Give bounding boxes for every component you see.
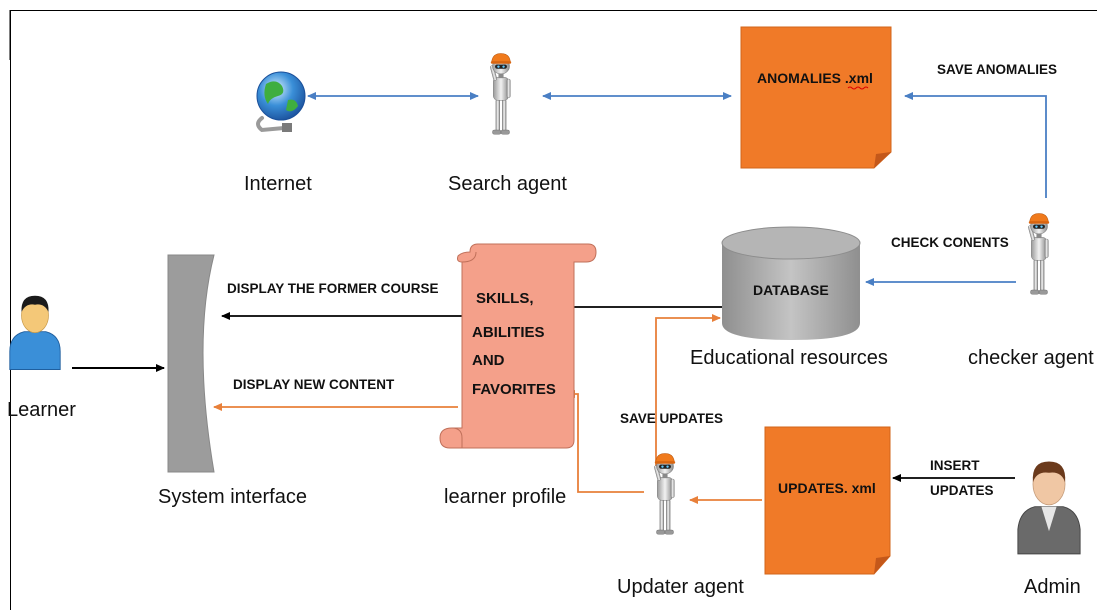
node-search-agent: Search agent [448, 173, 567, 195]
label-insert-updates-2: UPDATES [930, 483, 994, 498]
node-checker-agent: checker agent [968, 347, 1094, 369]
edge-updater-profile [566, 390, 644, 493]
node-educational-resources: Educational resources [690, 347, 888, 369]
edge-save-anomalies [904, 92, 1047, 198]
document-icon [764, 426, 891, 575]
robot-icon [1027, 213, 1050, 295]
profile-line-1: SKILLS, [476, 290, 534, 307]
node-internet: Internet [244, 173, 312, 195]
node-learner: Learner [7, 399, 76, 421]
document-icon [740, 26, 892, 169]
label-save-updates: SAVE UPDATES [620, 411, 723, 426]
robot-icon [653, 453, 676, 535]
globe-icon [256, 71, 306, 133]
user-icon [9, 295, 61, 370]
diagram-frame [10, 10, 1097, 610]
node-system-interface: System interface [158, 486, 307, 508]
node-updater-agent: Updater agent [617, 576, 744, 598]
profile-line-2: ABILITIES [472, 324, 545, 341]
node-updates-doc: UPDATES. xml [778, 480, 876, 496]
label-display-new: DISPLAY NEW CONTENT [233, 377, 395, 392]
profile-line-3: AND [472, 352, 505, 369]
robot-icon [489, 53, 512, 135]
node-admin: Admin [1024, 576, 1081, 598]
label-insert-updates-1: INSERT [930, 458, 980, 473]
label-display-former: DISPLAY THE FORMER COURSE [227, 281, 439, 296]
scroll-icon [439, 243, 597, 449]
profile-line-4: FAVORITES [472, 381, 556, 398]
database-icon [721, 226, 861, 340]
node-anomalies-doc: ANOMALIES .xml [757, 70, 873, 86]
label-save-anomalies: SAVE ANOMALIES [937, 62, 1057, 77]
system-interface-shape [167, 254, 215, 473]
edge-save-updates [655, 314, 721, 466]
admin-icon [1017, 460, 1081, 555]
node-database: DATABASE [753, 282, 829, 298]
node-learner-profile: learner profile [444, 486, 566, 508]
label-check-contents: CHECK CONENTS [891, 235, 1009, 250]
